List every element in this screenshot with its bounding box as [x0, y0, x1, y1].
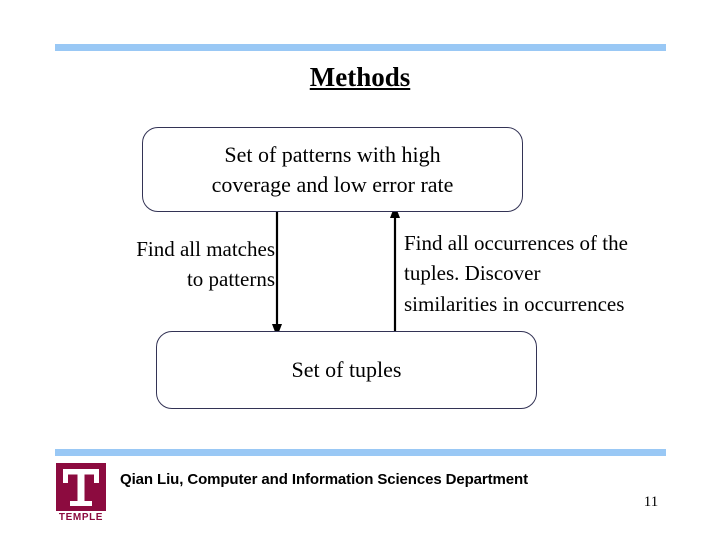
top-accent-bar — [55, 44, 666, 51]
annotation-find-matches-line1: Find all matches — [136, 237, 275, 261]
page-number: 11 — [643, 494, 659, 510]
annotation-find-matches-line2: to patterns — [186, 267, 275, 292]
flow-box-patterns-line1: Set of patterns with high — [224, 142, 441, 168]
bottom-accent-bar — [55, 449, 666, 456]
annotation-find-occurrences-line1: Find all occurrences of the — [404, 231, 628, 255]
flow-box-tuples: Set of tuples — [156, 331, 537, 409]
flow-box-patterns-text: Set of patterns with high coverage and l… — [212, 140, 454, 198]
annotation-find-occurrences-line3: similarities in occurrences — [404, 291, 625, 316]
arrow-down-icon — [272, 205, 282, 337]
footer-credit: Qian Liu, Computer and Information Scien… — [120, 471, 528, 488]
temple-logo-icon: TEMPLE — [56, 463, 106, 523]
annotation-find-occurrences-line2: tuples. Discover — [404, 261, 541, 286]
annotation-find-matches: Find all matches to patterns — [70, 234, 275, 295]
flow-box-tuples-label: Set of tuples — [291, 357, 402, 382]
flow-box-patterns-line2: coverage and low error rate — [211, 171, 454, 197]
annotation-find-occurrences: Find all occurrences of the tuples. Disc… — [404, 228, 694, 319]
page-title: Methods — [309, 62, 411, 92]
flow-box-patterns: Set of patterns with high coverage and l… — [142, 127, 523, 212]
temple-logo-wordmark: TEMPLE — [59, 512, 103, 523]
